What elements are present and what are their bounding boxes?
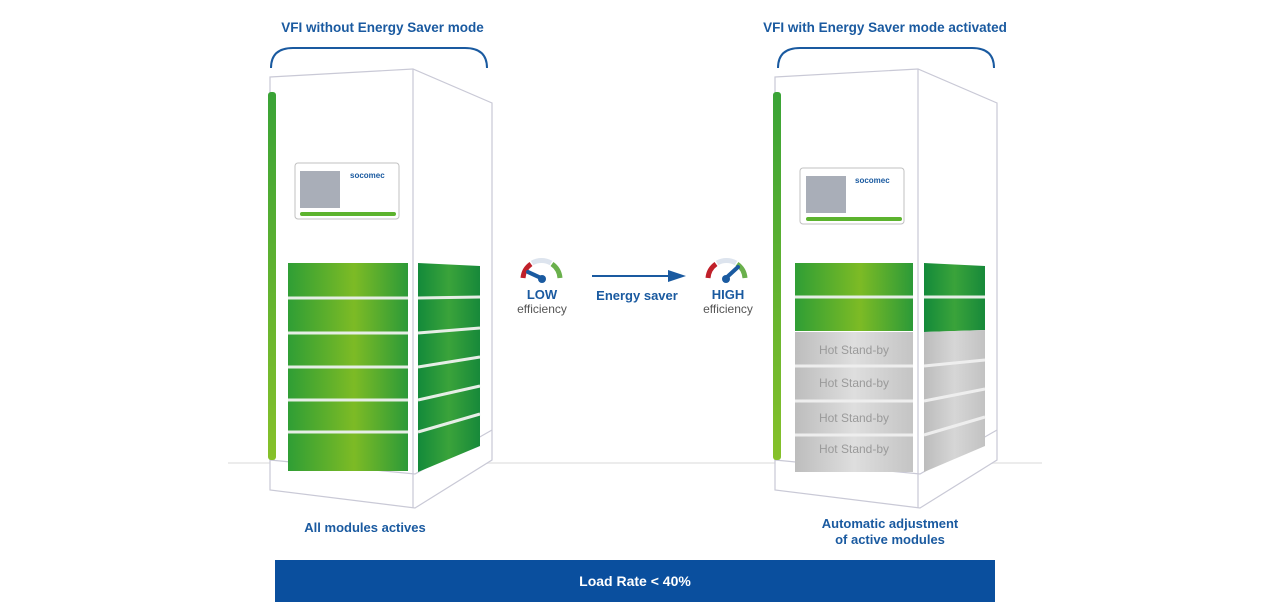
low-label: LOW	[526, 287, 558, 302]
left-ups-cabinet: socomec	[268, 68, 493, 509]
brand-logo: socomec	[855, 176, 890, 185]
left-bracket	[270, 47, 488, 69]
left-front-modules	[288, 263, 408, 471]
right-unit-title: VFI with Energy Saver mode activated	[763, 20, 1007, 35]
energy-saver-label: Energy saver	[596, 288, 678, 303]
right-caption-line1: Automatic adjustment	[821, 516, 959, 531]
high-label: HIGH	[711, 287, 745, 302]
high-sublabel: efficiency	[703, 302, 753, 316]
load-rate-bar: Load Rate < 40%	[275, 560, 995, 602]
load-rate-label: Load Rate < 40%	[579, 573, 691, 589]
right-side-modules	[923, 263, 986, 472]
brand-logo: socomec	[350, 171, 385, 180]
low-sublabel: efficiency	[517, 302, 567, 316]
left-side-modules	[417, 263, 481, 472]
left-unit-title: VFI without Energy Saver mode	[281, 20, 484, 35]
left-caption: All modules actives	[304, 520, 426, 535]
right-ups-cabinet: socomec Hot Stand-by Hot Stand-by Hot St…	[773, 68, 998, 509]
standby-label: Hot Stand-by	[819, 442, 889, 456]
right-caption-line2: of active modules	[835, 532, 945, 547]
arrow-right-icon	[592, 270, 686, 282]
standby-label: Hot Stand-by	[819, 343, 889, 357]
low-efficiency-gauge-icon	[520, 257, 563, 283]
high-efficiency-gauge-icon	[705, 257, 748, 283]
floor-line	[228, 462, 1042, 464]
standby-label: Hot Stand-by	[819, 376, 889, 390]
right-bracket	[777, 47, 995, 69]
standby-label: Hot Stand-by	[819, 411, 889, 425]
right-front-modules: Hot Stand-by Hot Stand-by Hot Stand-by H…	[795, 263, 913, 472]
